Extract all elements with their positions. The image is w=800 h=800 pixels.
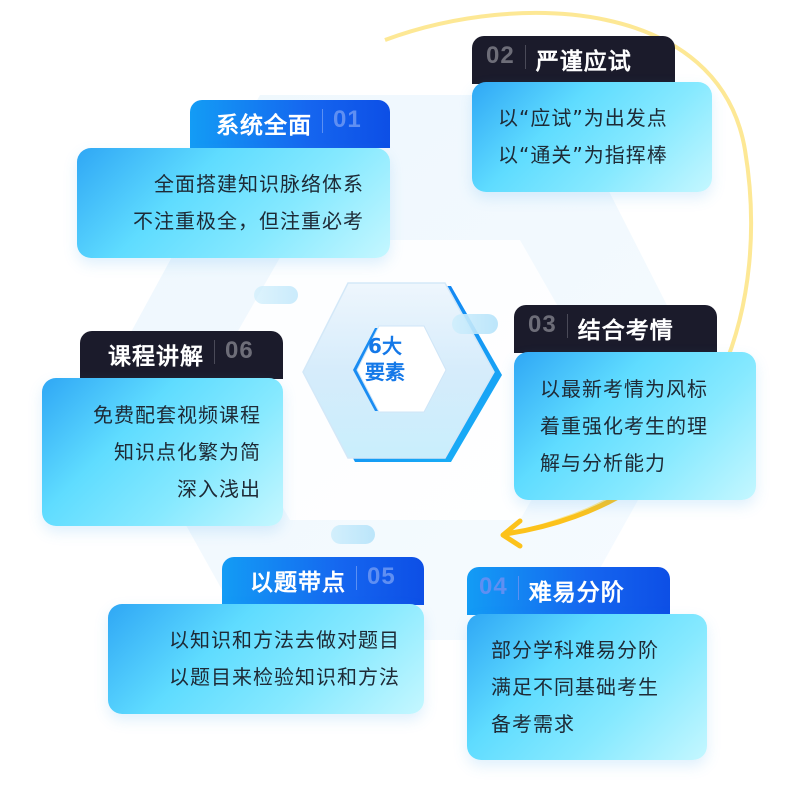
element-06-title: 课程讲解: [108, 344, 204, 370]
element-01-line: 全面搭建知识脉络体系: [154, 172, 364, 196]
element-03-line: 以最新考情为风标: [540, 376, 708, 401]
element-06-line: 免费配套视频课程: [93, 402, 261, 427]
element-03-card: 以最新考情为风标 着重强化考生的理 解与分析能力: [514, 352, 756, 500]
center-label-line1: 6大: [368, 334, 402, 358]
element-04-title: 难易分阶: [528, 580, 625, 606]
element-06-number: 06: [225, 337, 254, 364]
divider: [322, 109, 323, 133]
element-04-line: 部分学科难易分阶: [491, 637, 659, 662]
divider: [566, 314, 568, 338]
divider: [524, 45, 526, 69]
element-03-number: 03: [528, 311, 557, 338]
element-01-line: 不注重极全，但注重必考: [133, 209, 364, 233]
center-label-line2: 要素: [365, 360, 405, 384]
center-label: 6大 要素: [350, 333, 420, 385]
decorative-pill: [331, 525, 375, 544]
element-05-line: 以题目来检验知识和方法: [169, 665, 400, 689]
element-05-tab: 以题带点 05: [222, 557, 424, 605]
decorative-pill: [452, 314, 498, 334]
decorative-pill: [254, 286, 298, 304]
element-04-line: 备考需求: [491, 711, 575, 736]
element-02-card: 以“应试”为出发点 以“通关”为指挥棒: [472, 82, 712, 192]
element-04-number: 04: [479, 573, 508, 600]
element-05-title: 以题带点: [250, 570, 346, 596]
divider: [517, 576, 519, 600]
element-03-title: 结合考情: [577, 318, 674, 344]
element-02-tab: 02 严谨应试: [472, 36, 675, 84]
element-04-tab: 04 难易分阶: [467, 567, 670, 615]
element-03-line: 解与分析能力: [540, 450, 666, 475]
element-01-number: 01: [333, 106, 362, 133]
element-05-number: 05: [367, 563, 396, 590]
element-01-title: 系统全面: [216, 113, 312, 139]
element-03-tab: 03 结合考情: [514, 305, 717, 353]
element-06-line: 深入浅出: [177, 476, 261, 501]
element-02-title: 严谨应试: [535, 49, 632, 75]
arrow-head-icon: [500, 518, 523, 549]
element-06-tab: 课程讲解 06: [80, 331, 283, 379]
element-01-card: 全面搭建知识脉络体系 不注重极全，但注重必考: [77, 148, 390, 258]
element-04-card: 部分学科难易分阶 满足不同基础考生 备考需求: [467, 614, 707, 760]
element-04-line: 满足不同基础考生: [491, 674, 659, 699]
element-06-card: 免费配套视频课程 知识点化繁为简 深入浅出: [42, 378, 283, 526]
element-01-tab: 系统全面 01: [190, 100, 390, 148]
element-05-card: 以知识和方法去做对题目 以题目来检验知识和方法: [108, 604, 424, 714]
element-06-line: 知识点化繁为简: [114, 439, 261, 464]
element-02-number: 02: [486, 42, 515, 69]
element-03-line: 着重强化考生的理: [540, 413, 708, 438]
divider: [356, 566, 357, 590]
element-02-line: 以“通关”为指挥棒: [498, 143, 668, 167]
element-05-line: 以知识和方法去做对题目: [169, 628, 400, 652]
divider: [214, 340, 215, 364]
element-02-line: 以“应试”为出发点: [498, 106, 668, 130]
